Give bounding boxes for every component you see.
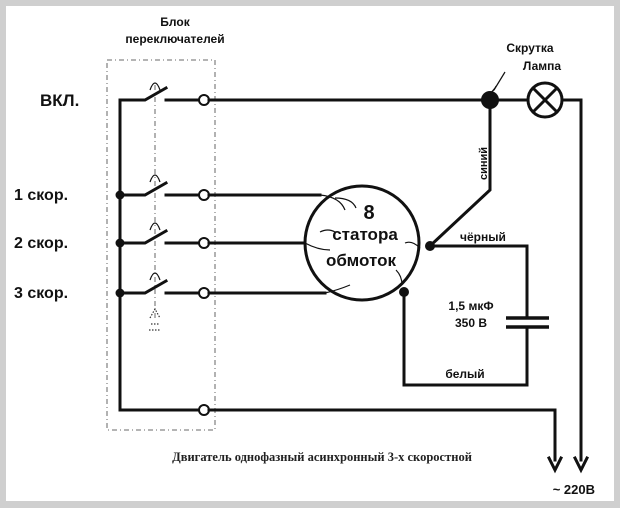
blue-wire [427, 98, 492, 249]
lamp-label: Лампа [523, 59, 562, 73]
motor-label-windings: обмоток [326, 251, 396, 270]
lamp-icon [526, 81, 564, 119]
switch-speed-3 [115, 272, 210, 299]
label-speed-1: 1 скор. [14, 187, 68, 204]
twist-label: Скрутка [506, 41, 554, 55]
switch-block-outline [106, 59, 216, 431]
switch-block-label-2: переключателей [125, 32, 224, 46]
diagram-caption: Двигатель однофазный асинхронный 3-х ско… [172, 450, 472, 464]
capacitor-voltage: 350 В [455, 316, 487, 330]
switch-block-label-1: Блок [160, 15, 190, 29]
switch-speed-1 [115, 174, 210, 201]
motor-label-count: 8 [363, 202, 374, 224]
supply-wire-right [560, 98, 583, 462]
switch-vkl [118, 82, 210, 106]
capacitor-capacitance: 1,5 мкФ [448, 299, 493, 313]
linkage-arrow-icon [149, 307, 161, 331]
label-speed-3: 3 скор. [14, 285, 68, 302]
white-wire-label: белый [445, 367, 484, 381]
winding-leads [304, 194, 421, 294]
label-speed-2: 2 скор. [14, 235, 68, 252]
supply-arrow-left-icon [546, 455, 564, 474]
label-vkl: ВКЛ. [40, 91, 79, 110]
supply-wire-bottom [207, 408, 557, 462]
supply-voltage-label: ~ 220В [553, 482, 595, 497]
switch-speed-2 [115, 222, 210, 249]
blue-wire-label: синий [478, 147, 490, 180]
white-wire [402, 290, 529, 387]
motor-label-stator: статора [332, 225, 398, 244]
black-wire-label: чёрный [460, 230, 506, 244]
black-wire [428, 244, 529, 320]
supply-arrow-right-icon [572, 455, 590, 474]
